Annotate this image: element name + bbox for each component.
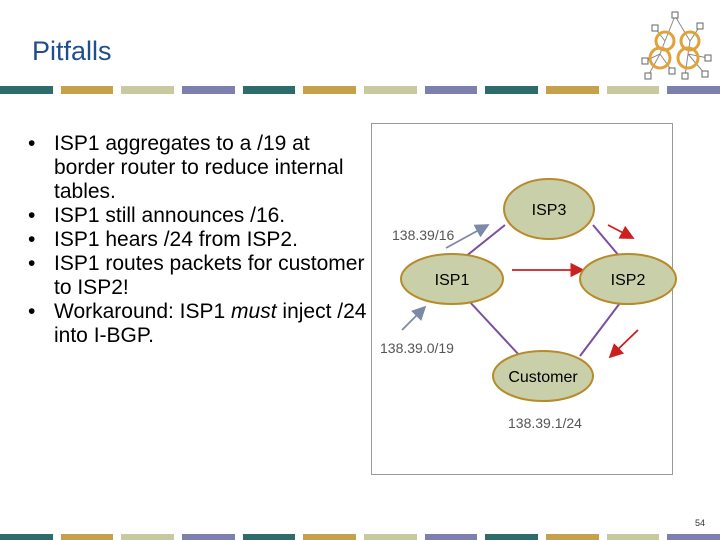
node-isp2-label: ISP2 [611, 272, 646, 289]
network-logo-icon [630, 6, 720, 86]
prefix-label-isp1-announce: 138.39/16 [392, 227, 454, 243]
route-arrow-isp1-aggregate [401, 305, 427, 331]
node-isp1-label: ISP1 [435, 272, 470, 289]
node-isp3: ISP3 [503, 178, 595, 240]
bullet-item: ISP1 aggregates to a /19 at border route… [28, 132, 368, 204]
bottom-divider-stripe [0, 534, 720, 540]
top-divider-stripe [0, 86, 720, 94]
node-customer: Customer [492, 350, 594, 402]
node-isp2: ISP2 [579, 253, 677, 305]
bullet-item: Workaround: ISP1 must inject /24 into I-… [28, 300, 368, 348]
node-isp3-label: ISP3 [532, 202, 567, 219]
node-isp1: ISP1 [400, 253, 504, 305]
bullet-item: ISP1 routes packets for customer to ISP2… [28, 252, 368, 300]
bullet-list: ISP1 aggregates to a /19 at border route… [28, 132, 368, 348]
link-isp1-isp3 [464, 224, 506, 258]
prefix-label-isp1-aggregate: 138.39.0/19 [380, 340, 454, 356]
link-isp1-customer [467, 299, 521, 357]
bullet-emphasis: must [231, 300, 277, 323]
page-number: 54 [695, 518, 706, 528]
slide-title: Pitfalls [32, 36, 112, 66]
node-customer-label: Customer [508, 369, 578, 386]
link-isp2-customer [579, 302, 621, 357]
route-arrow-customer-isp2 [608, 329, 639, 359]
bullet-text: Workaround: ISP1 [54, 300, 232, 323]
prefix-label-customer: 138.39.1/24 [508, 415, 582, 431]
link-lines [464, 224, 621, 357]
bullet-item: ISP1 hears /24 from ISP2. [28, 228, 368, 252]
link-isp3-isp2 [592, 224, 621, 258]
bullet-item: ISP1 still announces /16. [28, 204, 368, 228]
route-arrow-isp1-announce [445, 224, 490, 249]
route-arrow-isp3-isp2 [607, 224, 635, 239]
bullet-text: inject /24 into I-BGP. [54, 300, 367, 347]
